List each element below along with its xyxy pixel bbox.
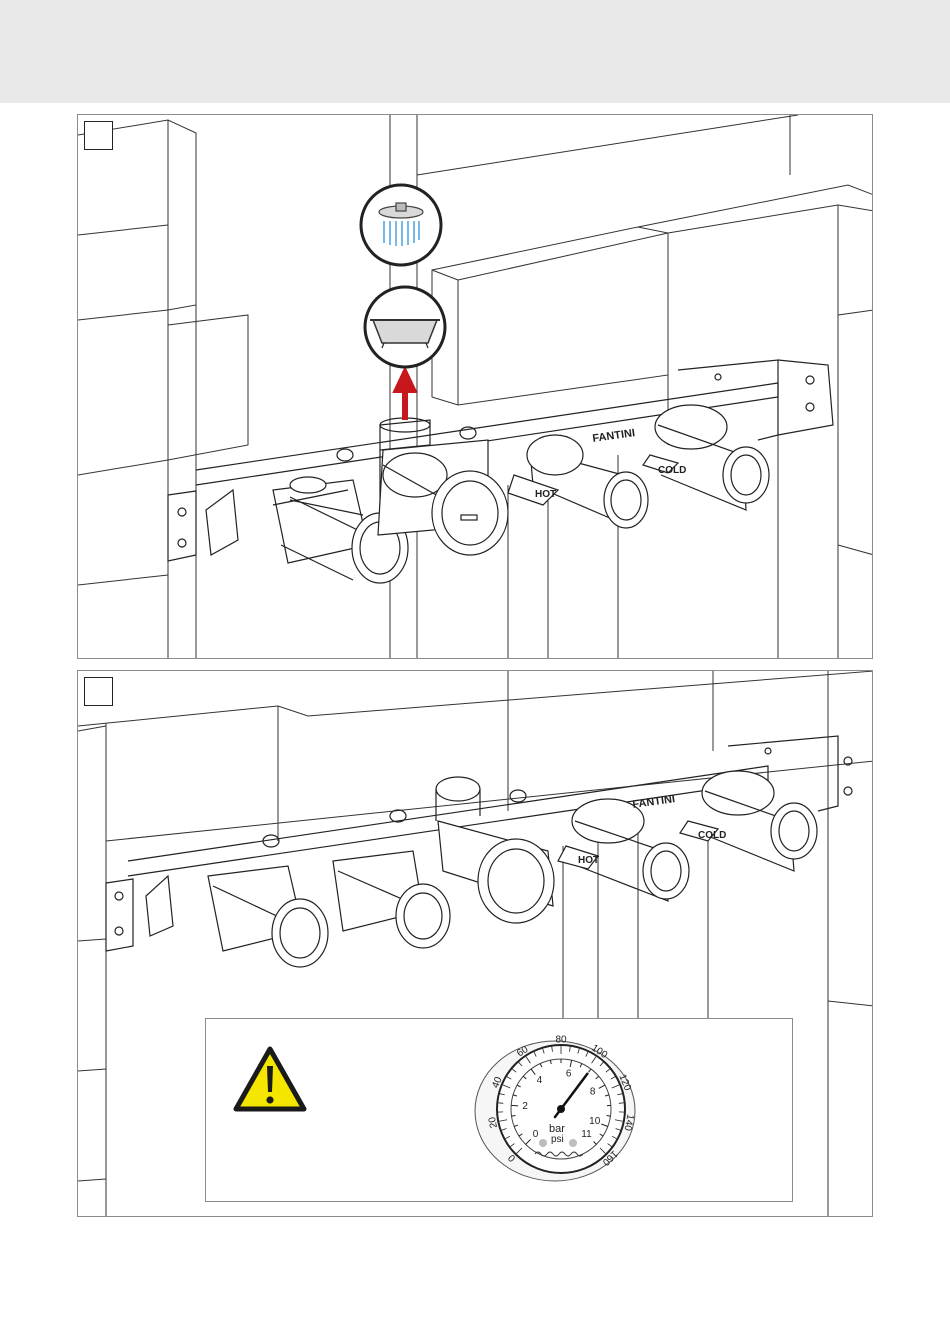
step-1-illustration: FANTINI HOT COLD bbox=[78, 115, 873, 659]
valve-body-5 bbox=[702, 771, 817, 871]
shower-head-icon bbox=[361, 185, 441, 265]
bar-scale-label: 8 bbox=[590, 1086, 596, 1097]
hot-label: HOT bbox=[535, 489, 556, 500]
brand-label: FANTINI bbox=[592, 427, 636, 445]
cold-label: COLD bbox=[698, 830, 726, 841]
bar-scale-label: 6 bbox=[566, 1068, 572, 1079]
psi-tick bbox=[498, 1103, 503, 1104]
valve-body-4 bbox=[655, 405, 769, 510]
bar-scale-label: 10 bbox=[589, 1116, 601, 1127]
bar-tick bbox=[512, 1116, 516, 1117]
hot-label: HOT bbox=[578, 855, 599, 866]
step-number-box bbox=[84, 677, 113, 706]
psi-scale-label: 80 bbox=[555, 1035, 567, 1046]
bathtub-icon bbox=[365, 287, 445, 367]
bar-scale-label: 11 bbox=[581, 1129, 592, 1140]
brand-label: FANTINI bbox=[632, 793, 676, 811]
gauge-unit-psi: psi bbox=[551, 1134, 564, 1145]
header-band bbox=[0, 0, 950, 103]
warning-triangle-icon bbox=[206, 1019, 304, 1109]
bar-tick bbox=[511, 1105, 518, 1106]
valve-body-1 bbox=[208, 866, 328, 967]
step-number-box bbox=[84, 121, 113, 150]
bar-scale-label: 2 bbox=[522, 1101, 528, 1112]
valve-body-3 bbox=[436, 777, 554, 923]
valve-body-2 bbox=[333, 851, 450, 948]
valve-body-3 bbox=[527, 435, 648, 528]
step-1-panel: FANTINI HOT COLD bbox=[77, 114, 873, 659]
flow-arrow bbox=[397, 373, 413, 420]
cold-label: COLD bbox=[658, 465, 686, 476]
bar-tick bbox=[607, 1116, 611, 1117]
psi-tick bbox=[619, 1103, 624, 1104]
bar-scale-label: 0 bbox=[533, 1129, 539, 1140]
bar-scale-label: 4 bbox=[537, 1075, 543, 1086]
valve-body-4 bbox=[572, 799, 689, 901]
